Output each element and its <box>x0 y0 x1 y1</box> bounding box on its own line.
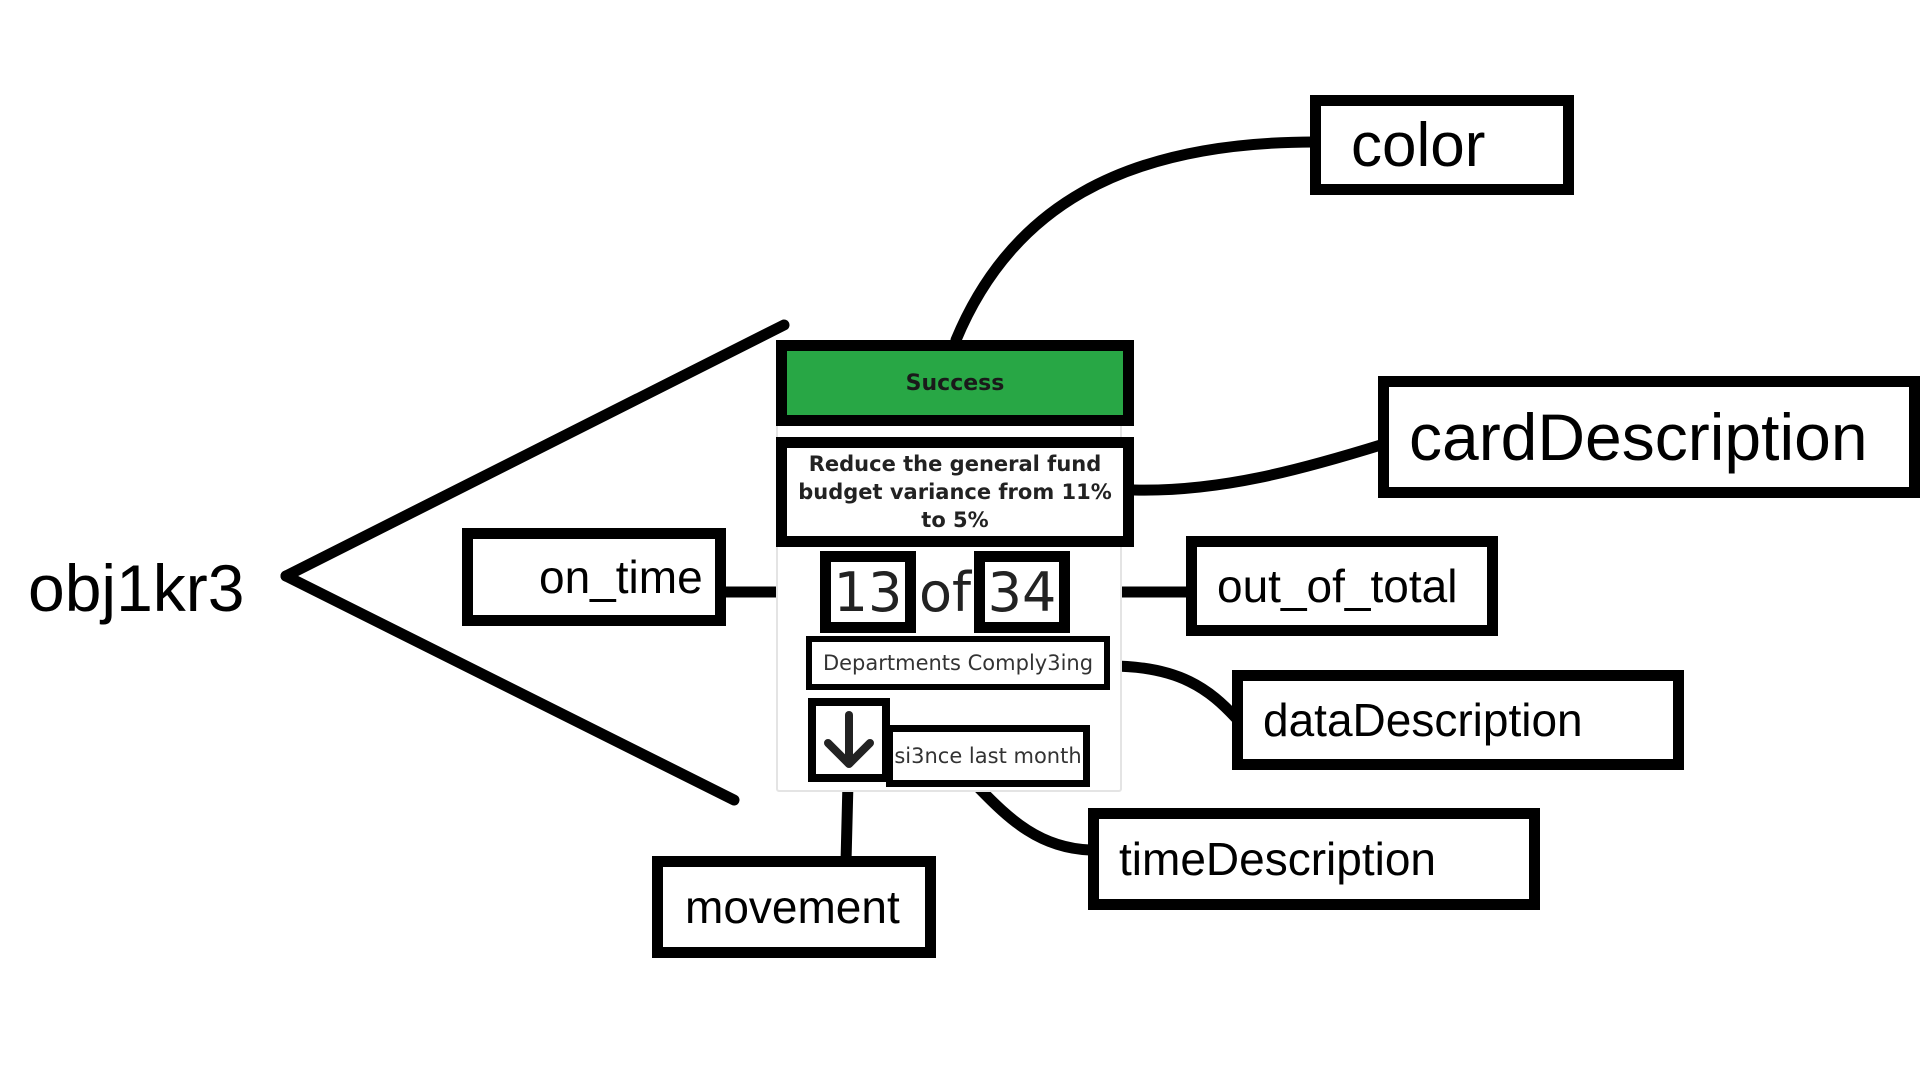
root-bracket-lower <box>280 570 740 806</box>
root-bracket-upper <box>280 319 790 582</box>
movement-indicator <box>808 698 890 782</box>
annotation-on-time-text: on_time <box>539 551 703 603</box>
annotation-time-description: timeDescription <box>1088 808 1540 910</box>
card-description-text: Reduce the general fund budget variance … <box>776 437 1134 547</box>
connector-time-description <box>972 781 1096 856</box>
connector-card-description <box>1128 438 1390 496</box>
of-text: of <box>918 561 972 624</box>
annotation-color-text: color <box>1351 110 1486 180</box>
annotation-data-description-text: dataDescription <box>1263 694 1583 746</box>
annotation-card-description-text: cardDescription <box>1409 400 1868 474</box>
annotation-out-of-total-text: out_of_total <box>1217 560 1458 612</box>
connector-color <box>950 136 1320 346</box>
annotation-on-time: on_time <box>462 528 726 626</box>
root-object-label: obj1kr3 <box>28 551 245 625</box>
data-description-text: Departments Comply3ing <box>806 636 1110 690</box>
annotation-movement-text: movement <box>685 881 900 933</box>
arrow-down-icon <box>824 711 874 768</box>
annotation-out-of-total: out_of_total <box>1186 536 1498 636</box>
total-value: 34 <box>974 551 1070 633</box>
annotation-movement: movement <box>652 856 936 958</box>
annotation-data-description: dataDescription <box>1232 670 1684 770</box>
connector-data-description <box>1104 660 1242 724</box>
connector-movement <box>840 776 854 868</box>
card-header-status: Success <box>776 340 1134 426</box>
on-time-value: 13 <box>820 551 916 633</box>
annotation-time-description-text: timeDescription <box>1119 833 1436 885</box>
annotation-color: color <box>1310 95 1574 195</box>
annotation-card-description: cardDescription <box>1378 376 1920 498</box>
time-description-text: si3nce last month <box>886 725 1090 787</box>
